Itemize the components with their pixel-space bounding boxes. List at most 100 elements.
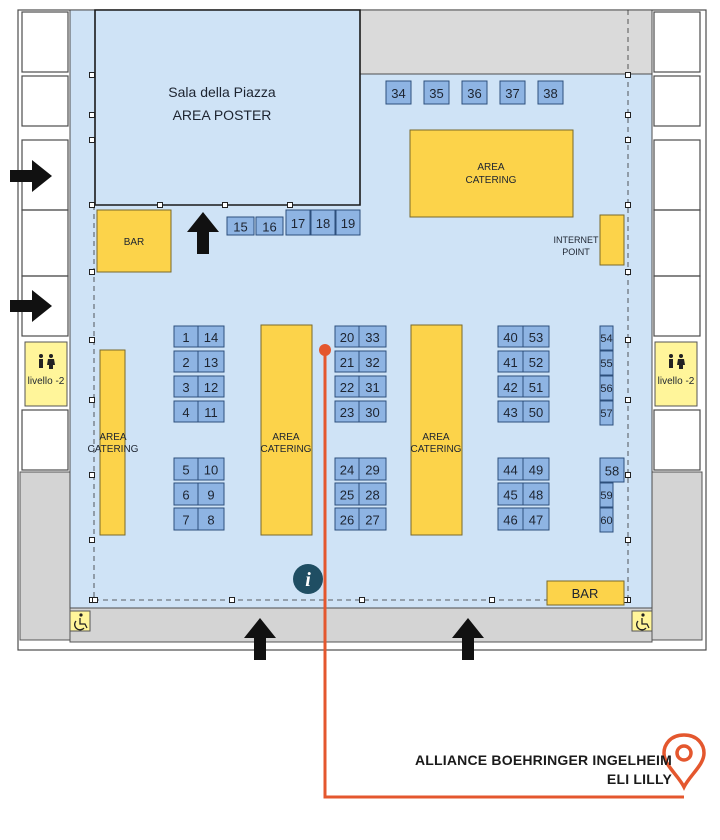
booth-number-49: 49 (529, 463, 543, 478)
booth-28[interactable] (358, 482, 387, 506)
booth-30[interactable] (358, 400, 387, 423)
booth-number-45: 45 (503, 488, 517, 503)
booth-number-28: 28 (365, 488, 379, 503)
right-corridor (651, 471, 703, 641)
catering-center-right-label-1: AREA (422, 432, 450, 443)
booth-33[interactable] (358, 325, 387, 348)
booth-number-6: 6 (182, 488, 189, 503)
booth-number-33: 33 (365, 330, 379, 345)
poster-room-label: AREA POSTER (173, 107, 272, 123)
catering-top-label-2: CATERING (466, 175, 517, 186)
booth-number-55: 55 (600, 358, 612, 370)
catering-center-left-label-2: CATERING (261, 444, 312, 455)
booth-number-32: 32 (365, 355, 379, 370)
booth-number-42: 42 (503, 380, 517, 395)
booth-number-27: 27 (365, 513, 379, 528)
booth-number-20: 20 (340, 330, 354, 345)
booth-36[interactable] (461, 80, 488, 105)
bar-bottom-right-label: BAR (572, 586, 599, 601)
booth-57[interactable] (599, 400, 614, 426)
bar-bottom-right (546, 580, 625, 606)
booth-31[interactable] (358, 375, 387, 398)
booth-number-51: 51 (529, 380, 543, 395)
booth-17[interactable] (285, 209, 311, 236)
booth-number-34: 34 (391, 86, 405, 101)
catering-center-left (260, 324, 313, 536)
booth-56[interactable] (599, 375, 614, 401)
booth-19[interactable] (335, 209, 361, 236)
booth-number-4: 4 (182, 405, 189, 420)
booth-35[interactable] (423, 80, 450, 105)
booth-58[interactable] (599, 457, 625, 483)
booth-number-15: 15 (233, 220, 247, 235)
booth-18[interactable] (310, 209, 336, 236)
booth-48[interactable] (522, 482, 550, 506)
booth-32[interactable] (358, 350, 387, 373)
internet-label-2: POINT (562, 247, 590, 257)
booth-34[interactable] (385, 80, 412, 105)
booth-number-46: 46 (503, 513, 517, 528)
booth-38[interactable] (537, 80, 564, 105)
restroom-left: livello -2 (24, 341, 68, 407)
booth-number-10: 10 (204, 463, 218, 478)
booth-number-43: 43 (503, 405, 517, 420)
booth-12[interactable] (197, 375, 225, 398)
booth-number-41: 41 (503, 355, 517, 370)
booth-number-59: 59 (600, 490, 612, 502)
booth-number-52: 52 (529, 355, 543, 370)
booth-number-11: 11 (204, 405, 218, 420)
catering-top (409, 129, 574, 218)
booth-number-30: 30 (365, 405, 379, 420)
booth-number-56: 56 (600, 383, 612, 395)
entrance-arrow-icon (452, 618, 484, 660)
restroom-icon (669, 354, 685, 369)
booth-27[interactable] (358, 507, 387, 531)
internet-label-1: INTERNET (554, 235, 600, 245)
booth-60[interactable] (599, 507, 614, 533)
booth-number-38: 38 (543, 86, 557, 101)
booth-number-31: 31 (365, 380, 379, 395)
booth-52[interactable] (522, 350, 550, 373)
booth-number-26: 26 (340, 513, 354, 528)
booth-15[interactable] (226, 216, 255, 236)
booth-number-7: 7 (182, 513, 189, 528)
booth-number-58: 58 (605, 464, 619, 479)
bar-top-left (96, 209, 172, 273)
booth-14[interactable] (197, 325, 225, 348)
booth-11[interactable] (197, 400, 225, 423)
booth-number-57: 57 (600, 408, 612, 420)
booth-29[interactable] (358, 457, 387, 481)
booth-number-14: 14 (204, 330, 218, 345)
route-line (323, 350, 684, 799)
booth-49[interactable] (522, 457, 550, 481)
booth-number-13: 13 (204, 355, 218, 370)
service-area (359, 9, 653, 75)
restroom-icon (39, 354, 55, 369)
booth-9[interactable] (197, 482, 225, 506)
entrance-arrow-icon (10, 160, 52, 192)
booth-59[interactable] (599, 482, 614, 508)
booth-number-2: 2 (182, 355, 189, 370)
booth-51[interactable] (522, 375, 550, 398)
booth-37[interactable] (499, 80, 526, 105)
svg-text:i: i (305, 569, 311, 591)
booth-8[interactable] (197, 507, 225, 531)
booth-53[interactable] (522, 325, 550, 348)
booth-16[interactable] (255, 216, 284, 236)
booth-55[interactable] (599, 350, 614, 376)
left-corridor (19, 471, 71, 641)
booth-10[interactable] (197, 457, 225, 481)
level-label-left: livello -2 (28, 376, 65, 387)
booth-13[interactable] (197, 350, 225, 373)
location-pin-icon[interactable] (662, 733, 706, 791)
booth-number-21: 21 (340, 355, 354, 370)
booth-number-9: 9 (207, 488, 214, 503)
booth-54[interactable] (599, 325, 614, 351)
booth-47[interactable] (522, 507, 550, 531)
booth-50[interactable] (522, 400, 550, 423)
booth-number-37: 37 (505, 86, 519, 101)
info-icon[interactable]: i (293, 564, 323, 594)
booth-number-19: 19 (341, 216, 355, 231)
internet-point (599, 214, 625, 266)
